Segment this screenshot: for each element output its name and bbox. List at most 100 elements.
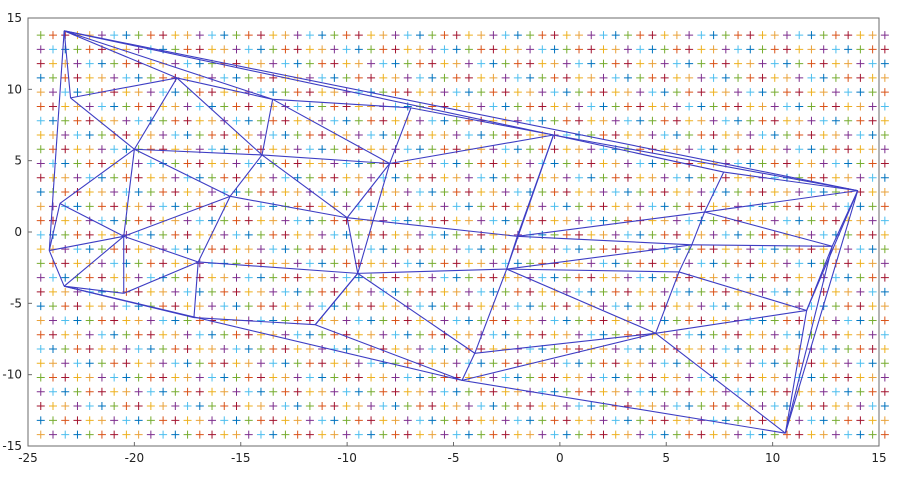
plus-marker xyxy=(122,173,131,182)
plus-marker xyxy=(452,430,461,439)
plus-marker xyxy=(208,359,217,368)
mesh-edge xyxy=(70,77,178,99)
plus-marker xyxy=(379,59,388,68)
plus-marker xyxy=(61,316,70,325)
plus-marker xyxy=(587,259,596,268)
plus-marker xyxy=(269,31,278,40)
plus-marker xyxy=(734,273,743,282)
plus-marker xyxy=(452,316,461,325)
plus-marker xyxy=(648,316,657,325)
plus-marker xyxy=(122,387,131,396)
plus-marker xyxy=(134,344,143,353)
plus-marker xyxy=(550,102,559,111)
plus-marker xyxy=(73,402,82,411)
plus-marker xyxy=(171,31,180,40)
plus-marker xyxy=(831,73,840,82)
plus-marker xyxy=(134,73,143,82)
plus-marker xyxy=(758,116,767,125)
x-tick-label: -15 xyxy=(231,451,251,465)
plus-marker xyxy=(672,145,681,154)
plus-marker xyxy=(232,287,241,296)
plus-marker xyxy=(367,173,376,182)
plus-marker xyxy=(489,188,498,197)
plus-marker xyxy=(819,130,828,139)
plus-marker xyxy=(208,145,217,154)
plus-marker xyxy=(85,145,94,154)
plus-marker xyxy=(342,45,351,54)
plus-marker xyxy=(305,31,314,40)
plus-marker xyxy=(648,73,657,82)
plus-marker xyxy=(856,287,865,296)
plus-marker xyxy=(575,145,584,154)
mesh-edge xyxy=(678,271,807,311)
mesh-edge xyxy=(133,77,178,150)
plus-marker xyxy=(721,45,730,54)
plus-marker xyxy=(208,188,217,197)
plus-marker xyxy=(183,202,192,211)
plus-marker xyxy=(709,145,718,154)
plus-marker xyxy=(354,130,363,139)
plus-marker xyxy=(256,116,265,125)
plus-marker xyxy=(550,430,559,439)
plus-marker xyxy=(391,316,400,325)
plus-marker xyxy=(636,45,645,54)
plus-marker xyxy=(183,102,192,111)
plus-marker xyxy=(587,330,596,339)
plus-marker xyxy=(183,287,192,296)
plus-marker xyxy=(819,216,828,225)
plus-marker xyxy=(464,287,473,296)
plus-marker xyxy=(134,330,143,339)
plus-marker xyxy=(330,273,339,282)
mesh-edge xyxy=(49,235,124,252)
plus-marker xyxy=(550,402,559,411)
plus-marker xyxy=(305,330,314,339)
plus-marker xyxy=(648,287,657,296)
plus-marker xyxy=(538,273,547,282)
plus-marker xyxy=(477,430,486,439)
plus-marker xyxy=(648,359,657,368)
plus-marker xyxy=(770,359,779,368)
plus-marker xyxy=(868,245,877,254)
plus-marker xyxy=(85,116,94,125)
plus-marker xyxy=(721,173,730,182)
plus-marker xyxy=(305,287,314,296)
plus-marker xyxy=(97,373,106,382)
plus-marker xyxy=(244,245,253,254)
plus-marker xyxy=(697,116,706,125)
plus-marker xyxy=(489,130,498,139)
plus-marker xyxy=(795,102,804,111)
plus-marker xyxy=(513,59,522,68)
plus-marker xyxy=(318,259,327,268)
x-tick-label: 10 xyxy=(765,451,780,465)
mesh-edge xyxy=(461,379,786,434)
plus-marker xyxy=(122,402,131,411)
plus-marker xyxy=(575,188,584,197)
plus-marker xyxy=(85,359,94,368)
plus-marker xyxy=(868,344,877,353)
plus-marker xyxy=(782,259,791,268)
plus-marker xyxy=(232,159,241,168)
plus-marker xyxy=(844,102,853,111)
plus-marker xyxy=(244,159,253,168)
plus-marker xyxy=(208,173,217,182)
plus-marker xyxy=(831,31,840,40)
plus-marker xyxy=(440,145,449,154)
plus-marker xyxy=(623,159,632,168)
plus-marker xyxy=(562,173,571,182)
plus-marker xyxy=(734,344,743,353)
plus-marker xyxy=(281,116,290,125)
plus-marker xyxy=(293,359,302,368)
plus-marker xyxy=(795,302,804,311)
plus-marker xyxy=(782,387,791,396)
plus-marker xyxy=(550,159,559,168)
plus-marker xyxy=(281,259,290,268)
plus-marker xyxy=(367,387,376,396)
plus-marker xyxy=(697,45,706,54)
plus-marker xyxy=(85,188,94,197)
plus-marker xyxy=(403,416,412,425)
plus-marker xyxy=(85,230,94,239)
plus-marker xyxy=(782,359,791,368)
plus-marker xyxy=(770,344,779,353)
plus-marker xyxy=(721,88,730,97)
plus-marker xyxy=(807,259,816,268)
